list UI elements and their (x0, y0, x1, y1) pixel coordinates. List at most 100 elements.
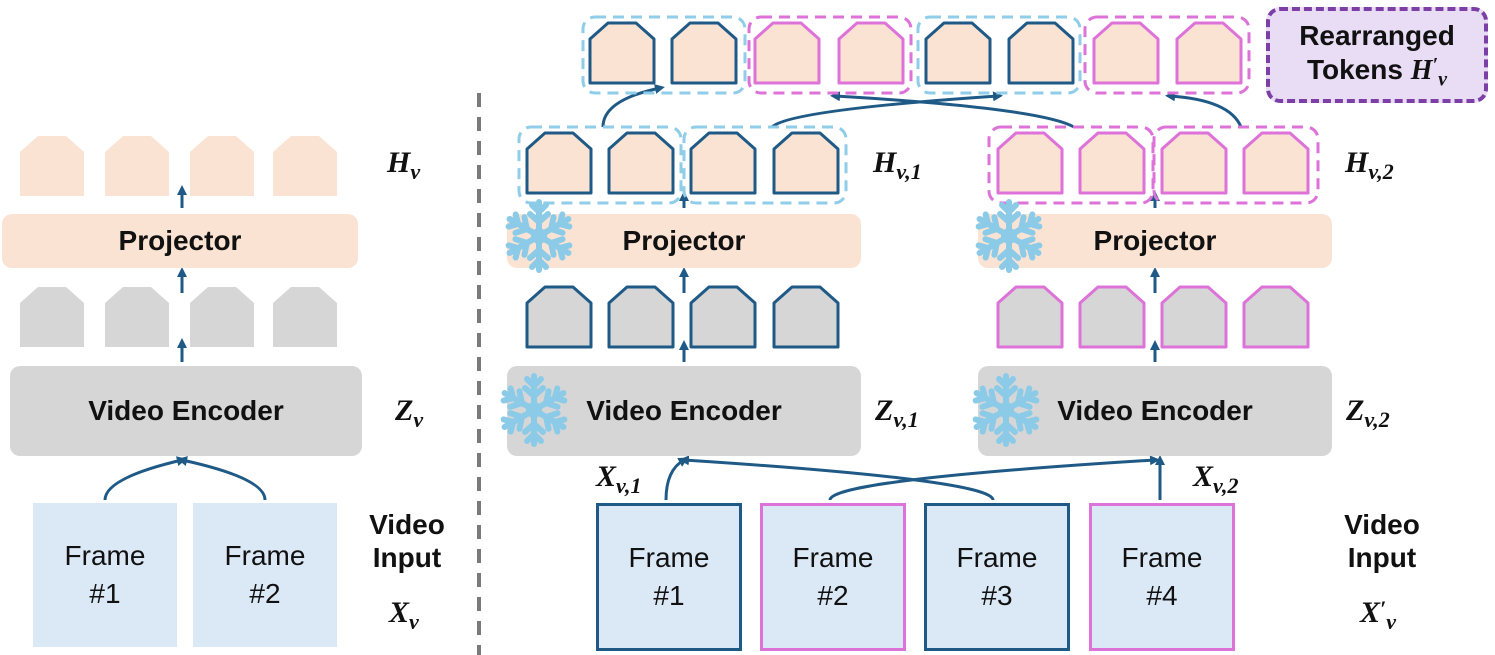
token-icon (1078, 131, 1146, 195)
token-icon (996, 131, 1064, 195)
token-group-box (916, 15, 1082, 95)
snowflake-arm (1003, 407, 1040, 435)
token-icon (996, 285, 1064, 349)
right-frame-3-line2: #3 (981, 580, 1013, 611)
snowflake-arm (997, 233, 1021, 273)
right-frame-3-line1: Frame (956, 542, 1038, 574)
snowflake-core (998, 402, 1014, 418)
token-group-box (1083, 15, 1251, 95)
token-icon (1175, 21, 1243, 85)
token-icon (1160, 131, 1228, 195)
right-video-input-label: Video Input (1325, 508, 1439, 574)
left-frame-2-line2: #2 (249, 578, 281, 609)
token-group-box (1152, 125, 1320, 205)
token-icon (1242, 131, 1310, 195)
arrow (830, 91, 1075, 129)
left-x-label: Xv (389, 596, 419, 635)
rearranged-h: H (1410, 54, 1433, 86)
right-frame-1: Frame #1 (596, 503, 742, 651)
right-x1-sub: v,1 (616, 473, 642, 498)
snowflake-arm (500, 385, 537, 413)
token-icon (525, 285, 593, 349)
snowflake-core (1001, 228, 1017, 244)
token-icon (1160, 285, 1228, 349)
right-frame-4-line2: #4 (1146, 580, 1178, 611)
rearranged-prime: ′ (1432, 53, 1439, 76)
right-xprime-label: X′v (1360, 596, 1396, 635)
right-h2-label: Hv,2 (1345, 146, 1394, 185)
snowflake-arm (975, 233, 1012, 261)
token-group-box (682, 125, 848, 205)
left-z-symbol: Z (395, 394, 414, 427)
snowflake-core (526, 402, 542, 418)
rearranged-line2: Tokens (1306, 53, 1403, 85)
right-z2-label: Zv,2 (1346, 394, 1390, 433)
right-frame-4-line1: Frame (1121, 542, 1203, 574)
token-icon (753, 21, 821, 85)
left-frame-2: Frame #2 (193, 503, 337, 647)
token-icon (607, 131, 675, 195)
right-frame-2-line1: Frame (792, 542, 874, 574)
arrow (103, 456, 187, 501)
right-projector-2-label: Projector (1093, 225, 1217, 256)
left-frame-1-line2: #1 (89, 578, 121, 609)
token-icon (273, 287, 337, 347)
left-encoder-label: Video Encoder (88, 395, 284, 426)
left-projector-label: Projector (118, 225, 242, 256)
rearranged-sub: v (1438, 68, 1448, 91)
right-projector-1-label: Projector (622, 225, 746, 256)
token-icon (837, 21, 905, 85)
right-x1-symbol: X (596, 460, 617, 493)
right-frame-2: Frame #2 (760, 503, 906, 651)
token-icon (525, 131, 593, 195)
right-h2-symbol: H (1345, 146, 1369, 179)
right-encoder-1-label: Video Encoder (586, 395, 782, 426)
token-icon (689, 285, 757, 349)
token-icon (190, 287, 254, 347)
right-z2-symbol: Z (1346, 394, 1365, 427)
token-icon (1242, 285, 1310, 349)
left-video-input-line2: Input (372, 542, 442, 574)
right-video-input-line1: Video (1344, 509, 1420, 540)
right-h1-symbol: H (873, 146, 897, 179)
left-z-sub: v (413, 407, 424, 432)
right-h2-sub: v,2 (1368, 159, 1394, 184)
right-z1-label: Zv,1 (875, 394, 919, 433)
left-z-label: Zv (395, 394, 423, 433)
right-frame-2-line2: #2 (817, 580, 849, 611)
rearranged-line2-wrap: Tokens H′v (1307, 53, 1447, 92)
rearranged-symbol: H′v (1410, 53, 1447, 91)
left-projector: Projector (2, 214, 358, 268)
right-x2-symbol: X (1193, 460, 1214, 493)
token-icon (772, 285, 840, 349)
snowflake-core (531, 228, 547, 244)
token-group-box (747, 15, 913, 95)
left-video-encoder: Video Encoder (10, 366, 362, 456)
right-xprime-prime: ′ (1380, 596, 1387, 621)
right-video-encoder-2: Video Encoder (978, 366, 1332, 456)
right-encoder-2-label: Video Encoder (1057, 395, 1253, 426)
right-z1-sub: v,1 (893, 407, 919, 432)
token-icon (588, 21, 656, 85)
arrow (601, 84, 665, 128)
token-icon (670, 21, 738, 85)
left-video-input-line1: Video (369, 509, 445, 540)
rearranged-tokens-badge: Rearranged Tokens H′v (1266, 7, 1488, 103)
left-frame-1-line1: Frame (64, 540, 146, 572)
arrow (664, 457, 689, 501)
snowflake-icon (966, 370, 1046, 450)
left-h-symbol: H (387, 146, 411, 179)
right-x2-label: Xv,2 (1193, 460, 1238, 499)
arrow (828, 455, 1160, 501)
snowflake-arm (522, 407, 546, 447)
token-group-box (581, 15, 747, 95)
left-frame-2-line1: Frame (224, 540, 306, 572)
right-video-encoder-1: Video Encoder (507, 366, 861, 456)
left-video-input-label: Video Input (350, 508, 464, 574)
snowflake-icon (494, 370, 574, 450)
token-icon (772, 131, 840, 195)
token-icon (273, 136, 337, 196)
token-icon (1078, 285, 1146, 349)
token-group-box (517, 125, 683, 205)
